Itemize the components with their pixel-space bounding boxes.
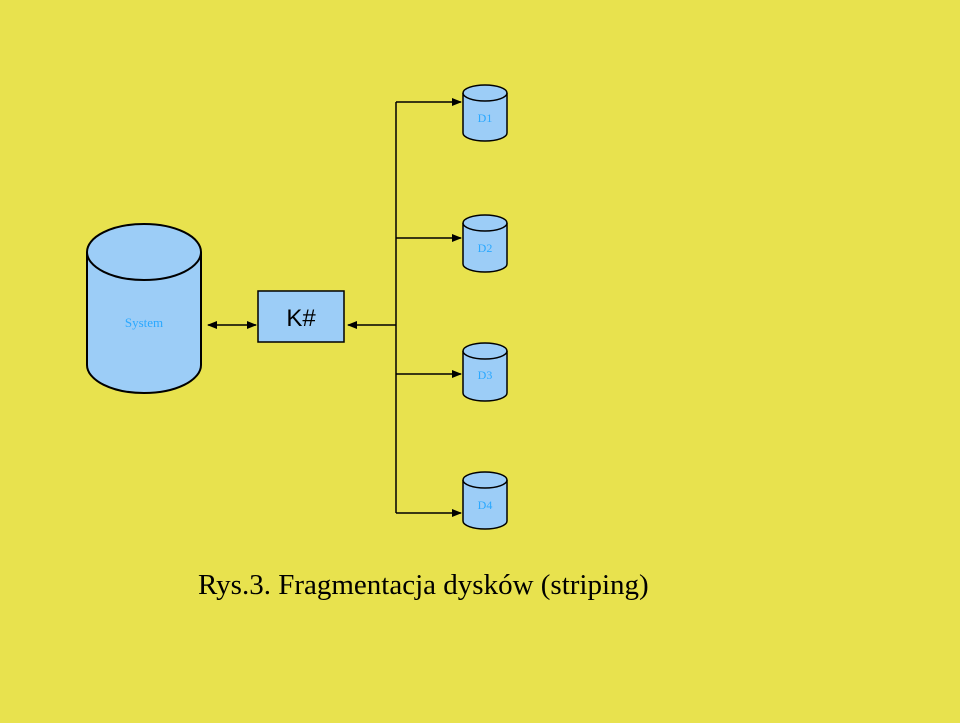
disk-d2: D2 [462, 214, 508, 273]
controller-label: K# [286, 305, 316, 332]
disk-d1-label: D1 [478, 111, 493, 125]
system-disk-label: System [125, 315, 163, 330]
disk-d3-body [462, 351, 508, 402]
disk-d1: D1 [462, 84, 508, 142]
system-disk-body [86, 252, 202, 394]
disk-d2-label: D2 [478, 241, 493, 255]
disk-d2-body [462, 223, 508, 273]
disk-d3-label: D3 [478, 368, 493, 382]
disk-d1-top [462, 84, 508, 102]
disk-d4-top [462, 471, 508, 489]
disk-d3: D3 [462, 342, 508, 402]
controller-rect [257, 290, 345, 343]
disk-d3-top [462, 342, 508, 360]
disk-d2-top [462, 214, 508, 232]
disk-d4: D4 [462, 471, 508, 530]
disk-d4-label: D4 [478, 498, 493, 512]
system-disk: System [86, 223, 202, 394]
figure-caption: Rys.3. Fragmentacja dysków (striping) [198, 569, 649, 601]
disk-d1-body [462, 93, 508, 142]
controller-box: K# [257, 290, 345, 343]
system-disk-top [86, 223, 202, 281]
disk-d4-body [462, 480, 508, 530]
